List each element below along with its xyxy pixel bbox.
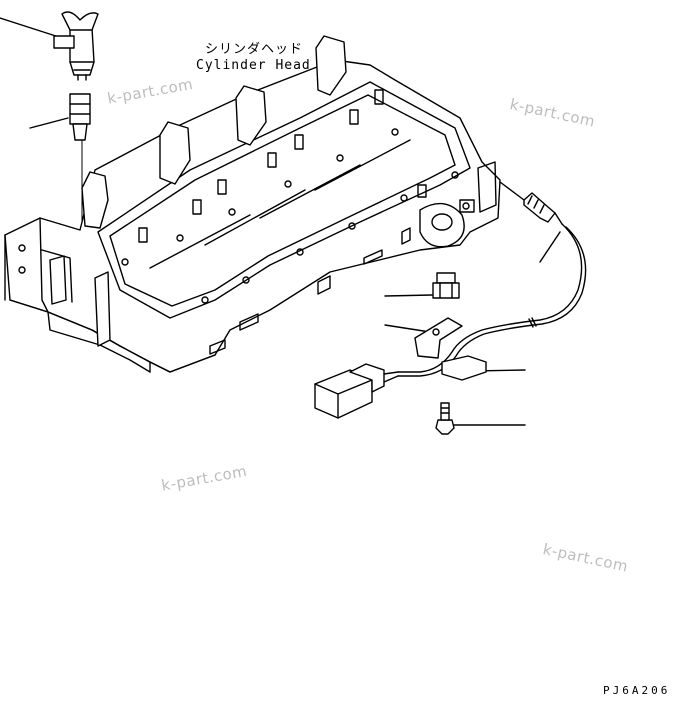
injector-nozzle-holder	[53, 11, 99, 81]
sensor-connector	[314, 363, 399, 419]
valve-studs	[138, 89, 427, 243]
drain-plug	[432, 272, 460, 299]
drawing-code: PJ6A206	[603, 684, 671, 697]
injector-sleeve	[69, 93, 91, 141]
cylinder-head-block	[4, 35, 501, 373]
title-english: Cylinder Head	[196, 58, 311, 73]
title-japanese: シリンダヘッド	[205, 42, 304, 57]
temperature-sensor	[499, 181, 563, 225]
harness-clamp	[414, 317, 487, 381]
bolt-holes	[121, 128, 459, 304]
mounting-bolt	[435, 402, 455, 435]
